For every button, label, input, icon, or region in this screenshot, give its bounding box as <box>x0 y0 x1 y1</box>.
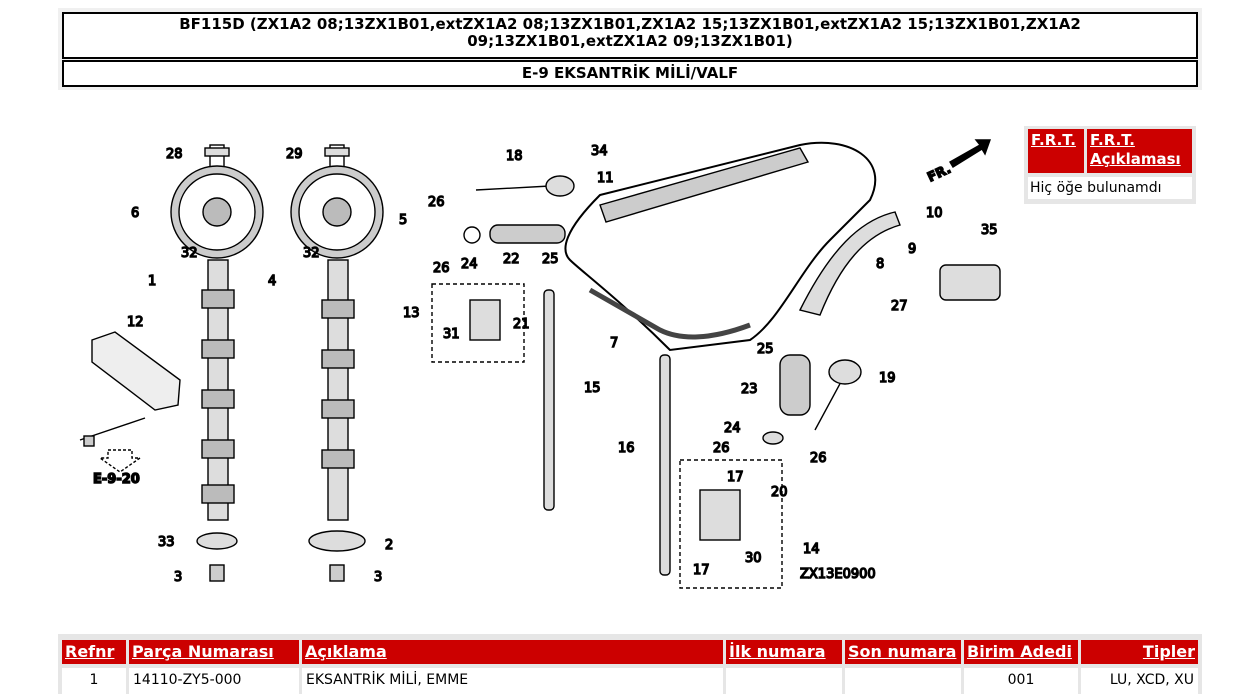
frt-header-code[interactable]: F.R.T. <box>1028 129 1084 173</box>
col-header-description[interactable]: Açıklama <box>302 640 723 664</box>
callout-35: 35 <box>981 223 998 238</box>
callout-15: 15 <box>584 381 601 396</box>
callout-20: 20 <box>771 485 788 500</box>
callout-24a: 24 <box>461 257 478 272</box>
col-header-last-number-link[interactable]: Son numara <box>848 642 957 661</box>
callout-4: 4 <box>268 274 276 289</box>
callout-25a: 25 <box>542 252 559 267</box>
page-title: BF115D (ZX1A2 08;13ZX1B01,extZX1A2 08;13… <box>62 12 1198 59</box>
frt-header-description-link[interactable]: F.R.T. Açıklaması <box>1090 131 1181 168</box>
col-header-first-number[interactable]: İlk numara <box>726 640 842 664</box>
callout-33: 33 <box>158 535 175 550</box>
callout-31: 31 <box>443 327 460 342</box>
col-header-last-number[interactable]: Son numara <box>845 640 961 664</box>
callout-7: 7 <box>610 336 618 351</box>
page-title-line1: BF115D (ZX1A2 08;13ZX1B01,extZX1A2 08;13… <box>179 15 1081 33</box>
callout-18: 18 <box>506 149 523 164</box>
frt-header-code-link[interactable]: F.R.T. <box>1031 131 1076 149</box>
callout-12: 12 <box>127 315 144 330</box>
callout-13: 13 <box>403 306 420 321</box>
cell-description: EKSANTRİK MİLİ, EMME <box>302 668 723 694</box>
reference-e-9-20[interactable]: E-9-20 <box>92 471 140 487</box>
col-header-first-number-link[interactable]: İlk numara <box>729 642 826 661</box>
callout-9: 9 <box>908 242 916 257</box>
col-header-unit-qty-link[interactable]: Birim Adedi <box>967 642 1072 661</box>
frt-header-description[interactable]: F.R.T. Açıklaması <box>1087 129 1192 173</box>
callout-21: 21 <box>513 317 530 332</box>
callout-19: 19 <box>879 371 896 386</box>
parts-diagram: 28 29 18 34 11 6 5 26 10 35 32 32 9 1 4 … <box>79 139 1001 589</box>
frt-panel: F.R.T. F.R.T. Açıklaması Hiç öğe bulunam… <box>1024 126 1196 204</box>
page-title-line2: 09;13ZX1B01,extZX1A2 09;13ZX1B01) <box>467 32 793 50</box>
col-header-refnr[interactable]: Refnr <box>62 640 126 664</box>
callout-26c: 26 <box>713 441 730 456</box>
section-title: E-9 EKSANTRİK MİLİ/VALF <box>62 60 1198 87</box>
callout-17b: 17 <box>693 563 710 578</box>
callout-10: 10 <box>926 206 943 221</box>
callout-26d: 26 <box>810 451 827 466</box>
callout-32b: 32 <box>303 246 320 261</box>
callout-2: 2 <box>385 538 393 553</box>
callout-27: 27 <box>891 299 908 314</box>
callout-3b: 3 <box>374 570 382 585</box>
callout-26b: 26 <box>433 261 450 276</box>
callout-11: 11 <box>597 171 614 186</box>
front-direction-label: FR. <box>925 162 953 186</box>
col-header-part-number[interactable]: Parça Numarası <box>129 640 299 664</box>
callout-25b: 25 <box>757 342 774 357</box>
callout-30: 30 <box>745 551 762 566</box>
cell-unit-qty: 001 <box>964 668 1078 694</box>
callout-3a: 3 <box>174 570 182 585</box>
callout-23: 23 <box>741 382 758 397</box>
camshaft-intake-group <box>170 144 264 582</box>
col-header-part-number-link[interactable]: Parça Numarası <box>132 642 274 661</box>
callout-26: 26 <box>428 195 445 210</box>
callout-29: 29 <box>286 147 303 162</box>
callout-6: 6 <box>131 206 139 221</box>
camshaft-exhaust-group <box>290 144 384 582</box>
cell-first-number <box>726 668 842 694</box>
cell-refnr: 1 <box>62 668 126 694</box>
callout-22: 22 <box>503 252 520 267</box>
callout-1: 1 <box>148 274 156 289</box>
cell-last-number <box>845 668 961 694</box>
frt-empty-message: Hiç öğe bulunamdı <box>1028 177 1192 199</box>
callout-8: 8 <box>876 257 884 272</box>
col-header-types-link[interactable]: Tipler <box>1142 642 1195 661</box>
col-header-unit-qty[interactable]: Birim Adedi <box>964 640 1078 664</box>
callout-24b: 24 <box>724 421 741 436</box>
callout-5: 5 <box>399 213 407 228</box>
col-header-types[interactable]: Tipler <box>1081 640 1198 664</box>
diagram-code: ZX13E0900 <box>800 567 876 582</box>
bracket-12-shape <box>91 331 181 411</box>
callout-17a: 17 <box>727 470 744 485</box>
parts-table: Refnr Parça Numarası Açıklama İlk numara… <box>58 634 1202 694</box>
callout-16: 16 <box>618 441 635 456</box>
callout-34: 34 <box>591 144 608 159</box>
callout-28: 28 <box>166 147 183 162</box>
col-header-refnr-link[interactable]: Refnr <box>65 642 115 661</box>
callout-32a: 32 <box>181 246 198 261</box>
col-header-description-link[interactable]: Açıklama <box>305 642 387 661</box>
cell-part-number[interactable]: 14110-ZY5-000 <box>129 668 299 694</box>
callout-14: 14 <box>803 542 820 557</box>
cell-types: LU, XCD, XU <box>1081 668 1198 694</box>
